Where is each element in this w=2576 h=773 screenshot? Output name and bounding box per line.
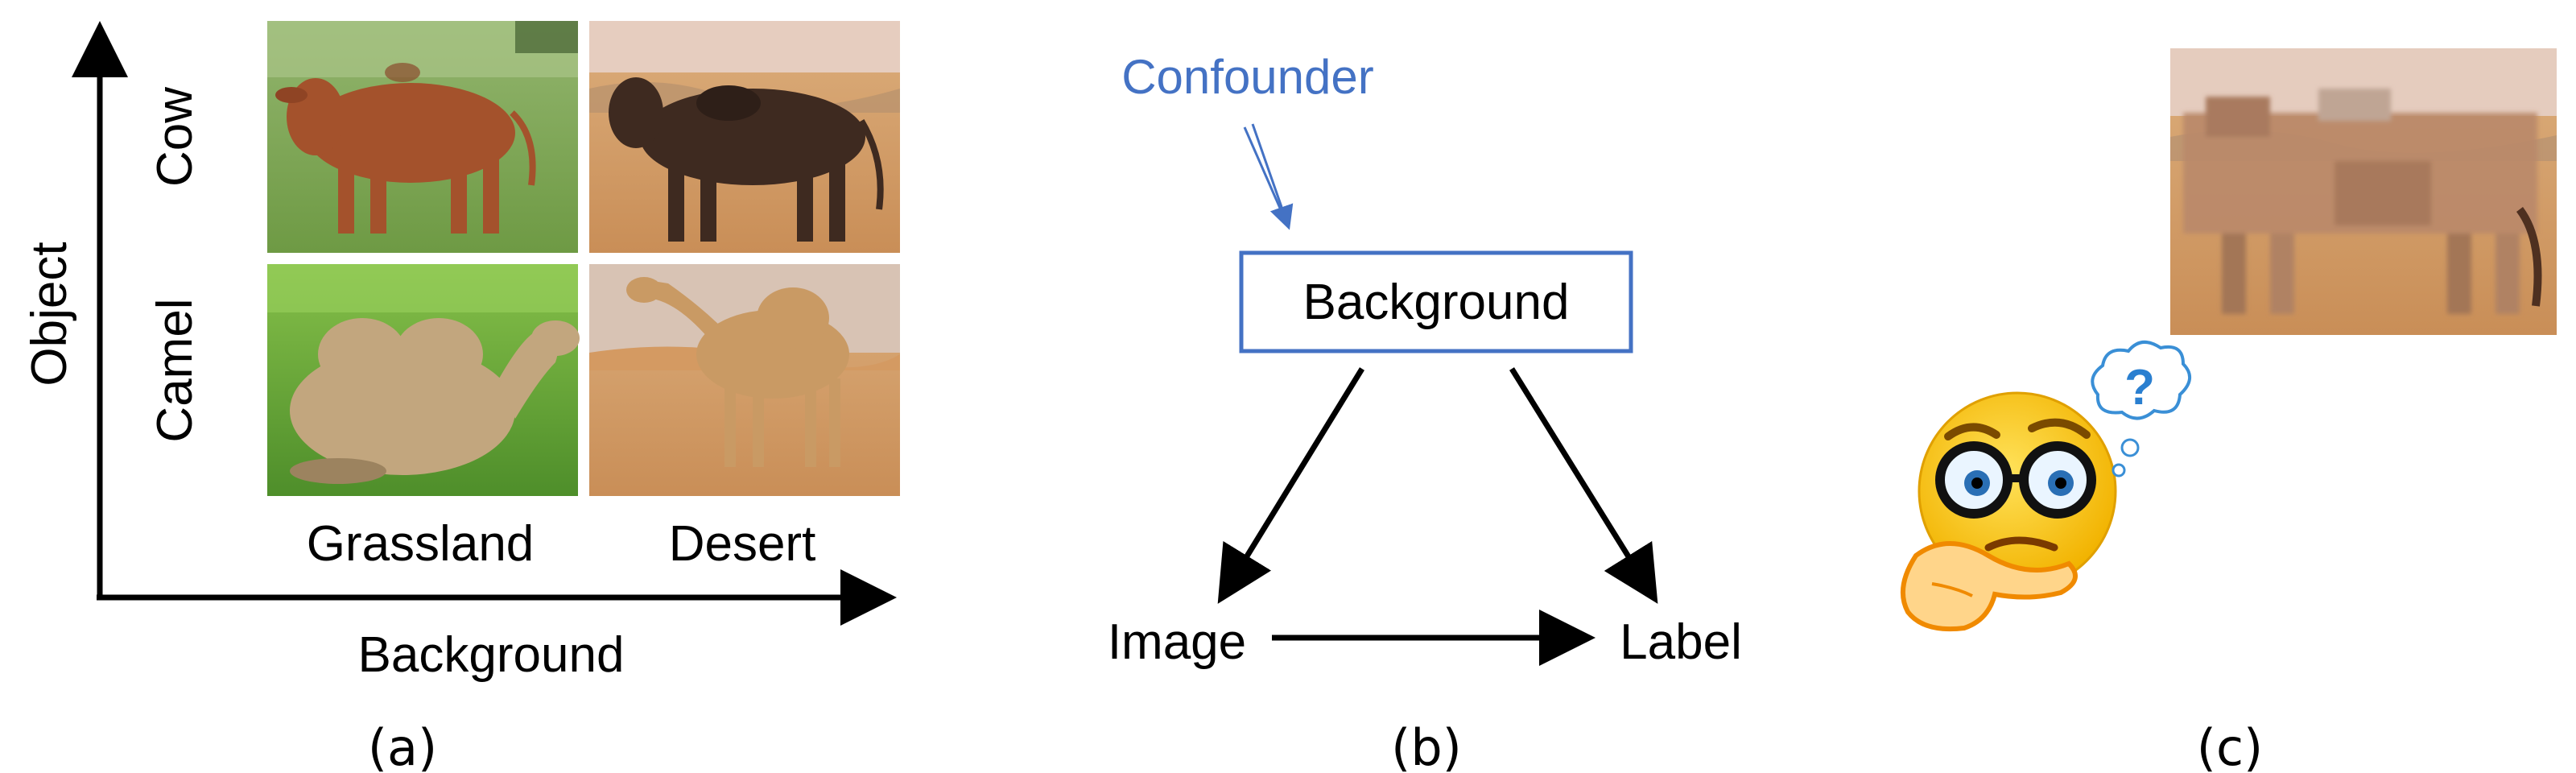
image-node-label: Image: [1108, 614, 1246, 670]
column-label-desert: Desert: [669, 516, 816, 572]
camel-resting-icon: [290, 318, 580, 484]
edge-background-to-label: [1509, 367, 1658, 604]
question-mark-label: ?: [2124, 360, 2155, 415]
photo-camel-desert: [589, 264, 900, 496]
background-node-label: Background: [1303, 275, 1570, 330]
confounder-label: Confounder: [1121, 50, 1374, 104]
caption-c: (c): [2197, 718, 2263, 773]
caption-b: (b): [1391, 718, 1462, 773]
photo-cow-desert: [589, 21, 900, 253]
label-node-label: Label: [1620, 614, 1742, 670]
cow-dark-icon: [609, 77, 884, 242]
confounder-arrow-line: [1243, 126, 1286, 220]
panel-b: Confounder Background Image Label (b): [1108, 50, 1742, 773]
photo-pixelated-desert: [2170, 48, 2557, 335]
x-axis-label: Background: [358, 627, 625, 683]
background-node-box: [1239, 250, 1633, 353]
thinking-emoji-icon: [1901, 391, 2117, 632]
caption-a: (a): [368, 718, 437, 773]
y-axis-label: Object: [22, 242, 77, 386]
photo-camel-grassland: [267, 264, 580, 496]
pixelated-object-icon: [2183, 89, 2537, 314]
edge-background-to-image: [1217, 367, 1364, 604]
camel-standing-icon: [626, 277, 849, 467]
row-label-camel: Camel: [147, 298, 203, 442]
photo-cow-grassland: [267, 21, 578, 253]
panel-c: ? (c): [1901, 48, 2557, 773]
column-label-grassland: Grassland: [307, 516, 535, 572]
confounder-arrow: [1251, 123, 1294, 230]
row-label-cow: Cow: [147, 87, 203, 187]
cow-brown-icon: [275, 78, 536, 234]
thought-bubble-icon: ?: [2091, 341, 2191, 477]
panel-a: Object Cow Camel Grassland Desert Backgr…: [22, 21, 900, 773]
